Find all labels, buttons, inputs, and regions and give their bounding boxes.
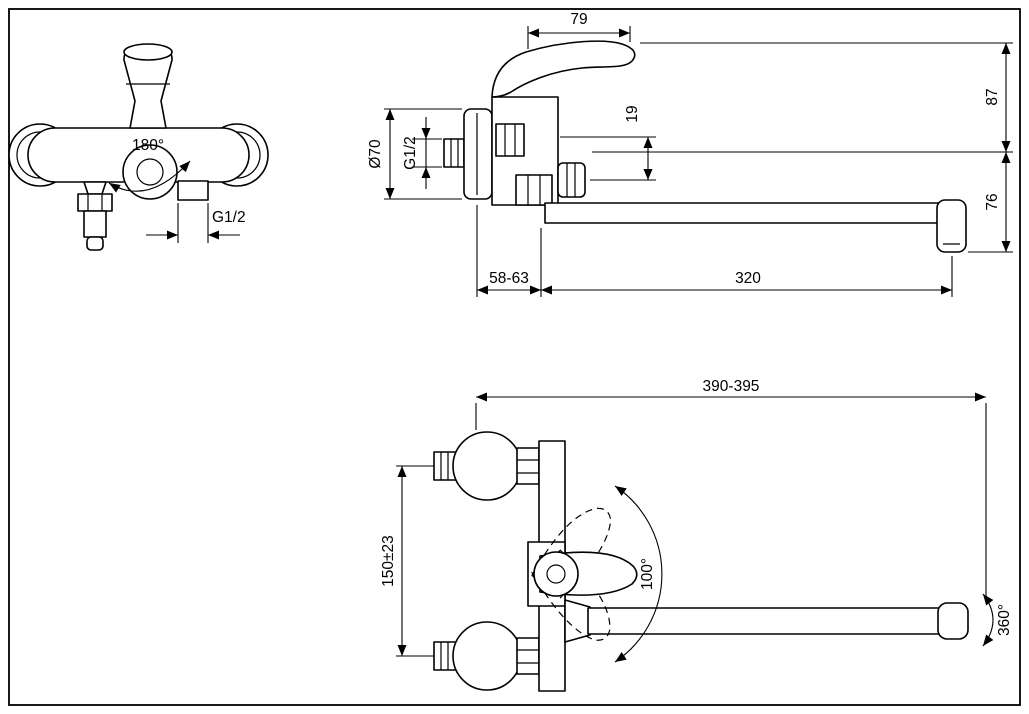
sheet-border xyxy=(8,8,1021,706)
spout-joint-top xyxy=(564,599,591,643)
front-rotation-label: 180° xyxy=(132,137,164,154)
dim-inlet-centres: 150±23 xyxy=(380,465,434,657)
dim-360deg-label: 360° xyxy=(996,604,1013,636)
dim-5863-label: 58-63 xyxy=(489,270,529,287)
front-view: 180° G1/2 xyxy=(8,43,269,251)
escutcheon-side xyxy=(463,108,493,200)
rotation-arrow xyxy=(108,160,191,193)
dim-87-label: 87 xyxy=(984,88,1001,105)
top-view: 100° 390-395 150±23 360° xyxy=(380,378,1013,692)
dim-100deg-label: 100° xyxy=(639,558,656,590)
dim-inlet-thread: G1/2 xyxy=(402,117,442,189)
dim-heights: 87 76 xyxy=(592,42,1013,253)
upper-union-top xyxy=(433,431,540,501)
dim-escutcheon-diameter: Ø70 xyxy=(367,108,462,200)
handle-top-rim xyxy=(123,43,173,61)
check-valve-front xyxy=(77,181,113,251)
inlet-nipple-side xyxy=(443,138,465,168)
spout-swivel: 360° xyxy=(982,593,1013,647)
handle-side xyxy=(491,40,636,98)
dim-reach: 58-63 320 xyxy=(476,205,953,297)
dim-d70-label: Ø70 xyxy=(367,139,384,169)
diverter-side xyxy=(557,162,586,198)
dim-19-label: 19 xyxy=(624,105,641,122)
lower-union-top xyxy=(433,621,540,691)
dim-150-label: 150±23 xyxy=(380,535,397,587)
dim-handle-length: 79 xyxy=(527,11,631,49)
union-nut-side xyxy=(495,123,525,157)
spout-end-side xyxy=(936,199,967,253)
dim-overall-length: 390-395 xyxy=(475,378,987,600)
spout-side xyxy=(544,202,942,224)
dim-320-label: 320 xyxy=(735,270,761,287)
handle-swing: 100° xyxy=(614,485,663,663)
front-outlet-thread-label: G1/2 xyxy=(212,209,246,226)
dim-390395-label: 390-395 xyxy=(703,378,760,395)
spout-top xyxy=(587,607,941,635)
bottom-outlet-front xyxy=(177,180,209,201)
spout-nut-side xyxy=(515,174,553,206)
dim-g12-side-label: G1/2 xyxy=(402,136,419,170)
dim-79-label: 79 xyxy=(570,11,587,28)
spout-end-top xyxy=(937,602,969,640)
handle-pivot-top xyxy=(533,551,579,597)
dim-76-label: 76 xyxy=(984,193,1001,210)
dim-spout-offset: 19 xyxy=(560,105,656,181)
front-outlet-dimension: G1/2 xyxy=(146,203,246,243)
side-view: 79 87 76 19 Ø70 xyxy=(367,11,1013,297)
